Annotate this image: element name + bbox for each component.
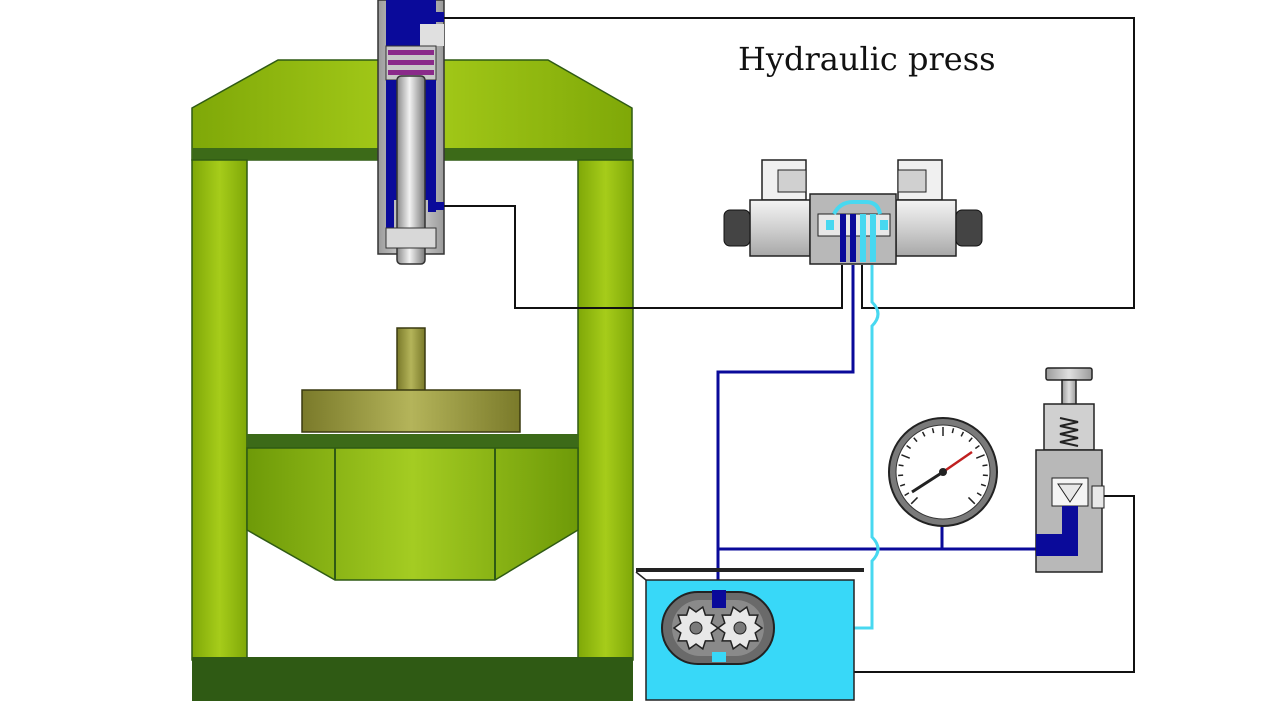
- workpiece: [302, 328, 520, 432]
- directional-control-valve: [724, 160, 982, 264]
- work-table: [247, 434, 578, 580]
- diagram-title: Hydraulic press: [738, 40, 996, 78]
- relief-valve: [1036, 368, 1104, 572]
- return-line: [852, 265, 878, 628]
- hydraulic-cylinder: [378, 0, 444, 264]
- pressure-gauge: [889, 418, 997, 526]
- gear-pump: [662, 590, 774, 664]
